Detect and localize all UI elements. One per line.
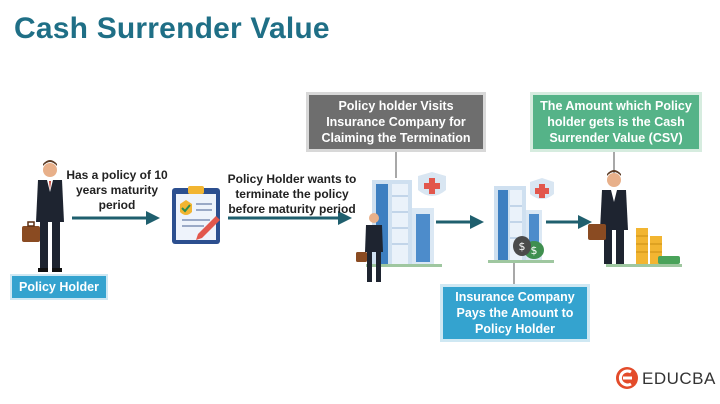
arrow-1 <box>72 211 160 225</box>
step1-text: Has a policy of 10 years maturity period <box>66 168 168 212</box>
businessman-icon <box>22 160 64 272</box>
arrow-4 <box>546 215 592 229</box>
educba-logo-text: EDUCBA <box>642 369 716 388</box>
policy-holder-label: Policy Holder <box>10 274 108 300</box>
businessman-money-icon <box>588 170 682 267</box>
insurance-building-icon <box>356 172 446 282</box>
insurance-payment-icon: $ $ <box>488 178 554 263</box>
visit-box: Policy holder Visits Insurance Company f… <box>306 92 486 152</box>
svg-text:$: $ <box>519 240 526 253</box>
educba-logo-icon <box>616 367 638 389</box>
csv-box: The Amount which Policy holder gets is t… <box>530 92 702 152</box>
arrow-2 <box>228 211 352 225</box>
arrow-3 <box>436 215 484 229</box>
step2-text: Policy Holder wants to terminate the pol… <box>227 172 357 216</box>
pay-box: Insurance Company Pays the Amount to Pol… <box>440 284 590 342</box>
page-title: Cash Surrender Value <box>14 12 330 45</box>
flow-arrows <box>72 211 592 229</box>
policy-document-icon <box>172 186 220 244</box>
svg-text:$: $ <box>531 244 538 257</box>
